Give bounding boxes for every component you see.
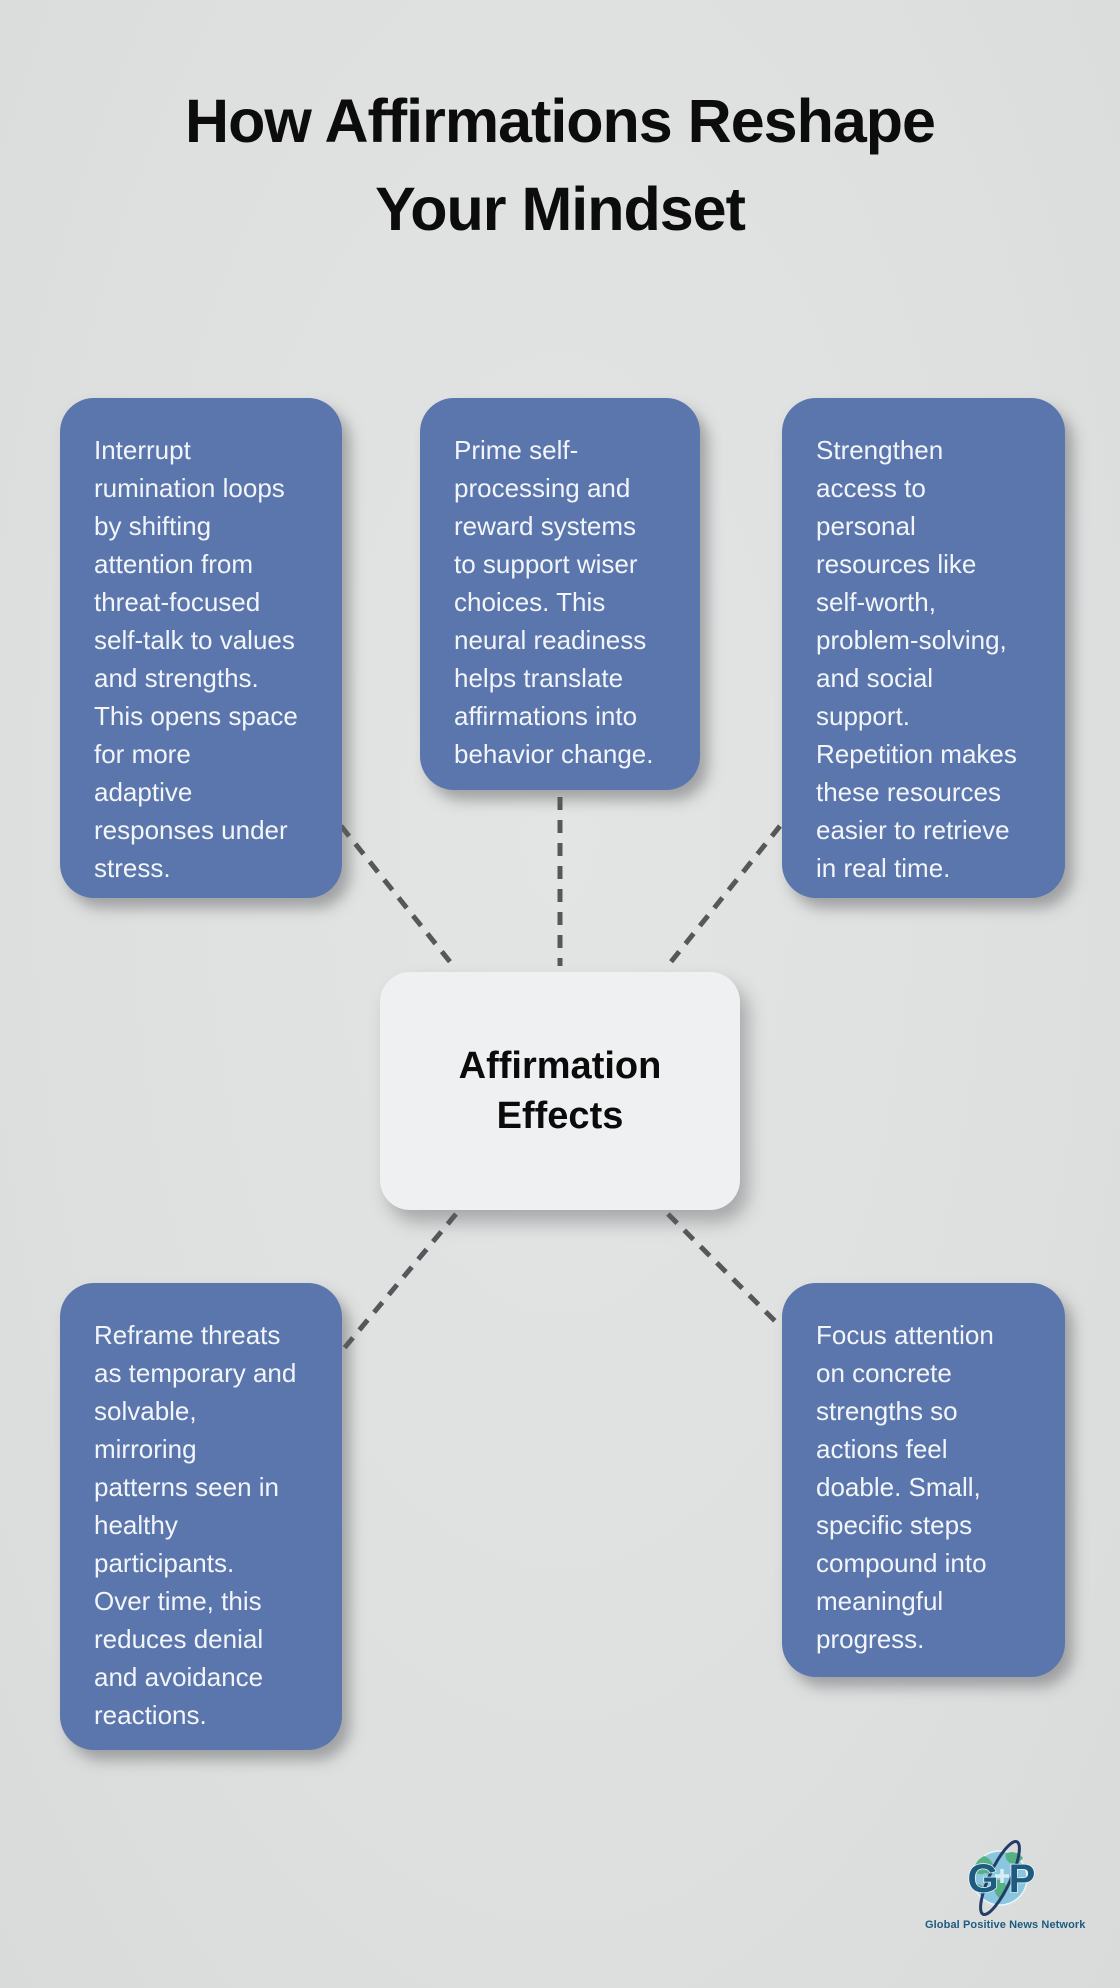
node-top-right: Strengthen access to personal resources … <box>782 398 1065 898</box>
logo-caption: Global Positive News Network <box>925 1919 1086 1931</box>
node-bottom-left: Reframe threats as temporary and solvabl… <box>60 1283 342 1750</box>
connector-bottom-right <box>666 1212 783 1329</box>
logo-global-positive-news-network: G P Global Positive News Network <box>925 1839 1086 1931</box>
connector-top-right <box>664 824 782 970</box>
globe-logo-icon: G P <box>967 1839 1036 1917</box>
node-top-middle: Prime self- processing and reward system… <box>420 398 700 790</box>
node-top-left: Interrupt rumination loops by shifting a… <box>60 398 342 898</box>
node-bottom-right: Focus attention on concrete strengths so… <box>782 1283 1065 1677</box>
page-title: How Affirmations Reshape Your Mindset <box>185 87 936 243</box>
logo-letter-g: G <box>967 1857 998 1901</box>
center-node-label: Affirmation Effects <box>458 1045 662 1137</box>
orbit-ellipse <box>979 1839 1021 1917</box>
connector-bottom-left <box>339 1212 458 1354</box>
logo-letter-p: P <box>1009 1857 1036 1901</box>
connector-top-left <box>339 824 457 970</box>
sparkle-plus <box>995 1869 1009 1883</box>
center-node: Affirmation Effects <box>380 972 740 1210</box>
